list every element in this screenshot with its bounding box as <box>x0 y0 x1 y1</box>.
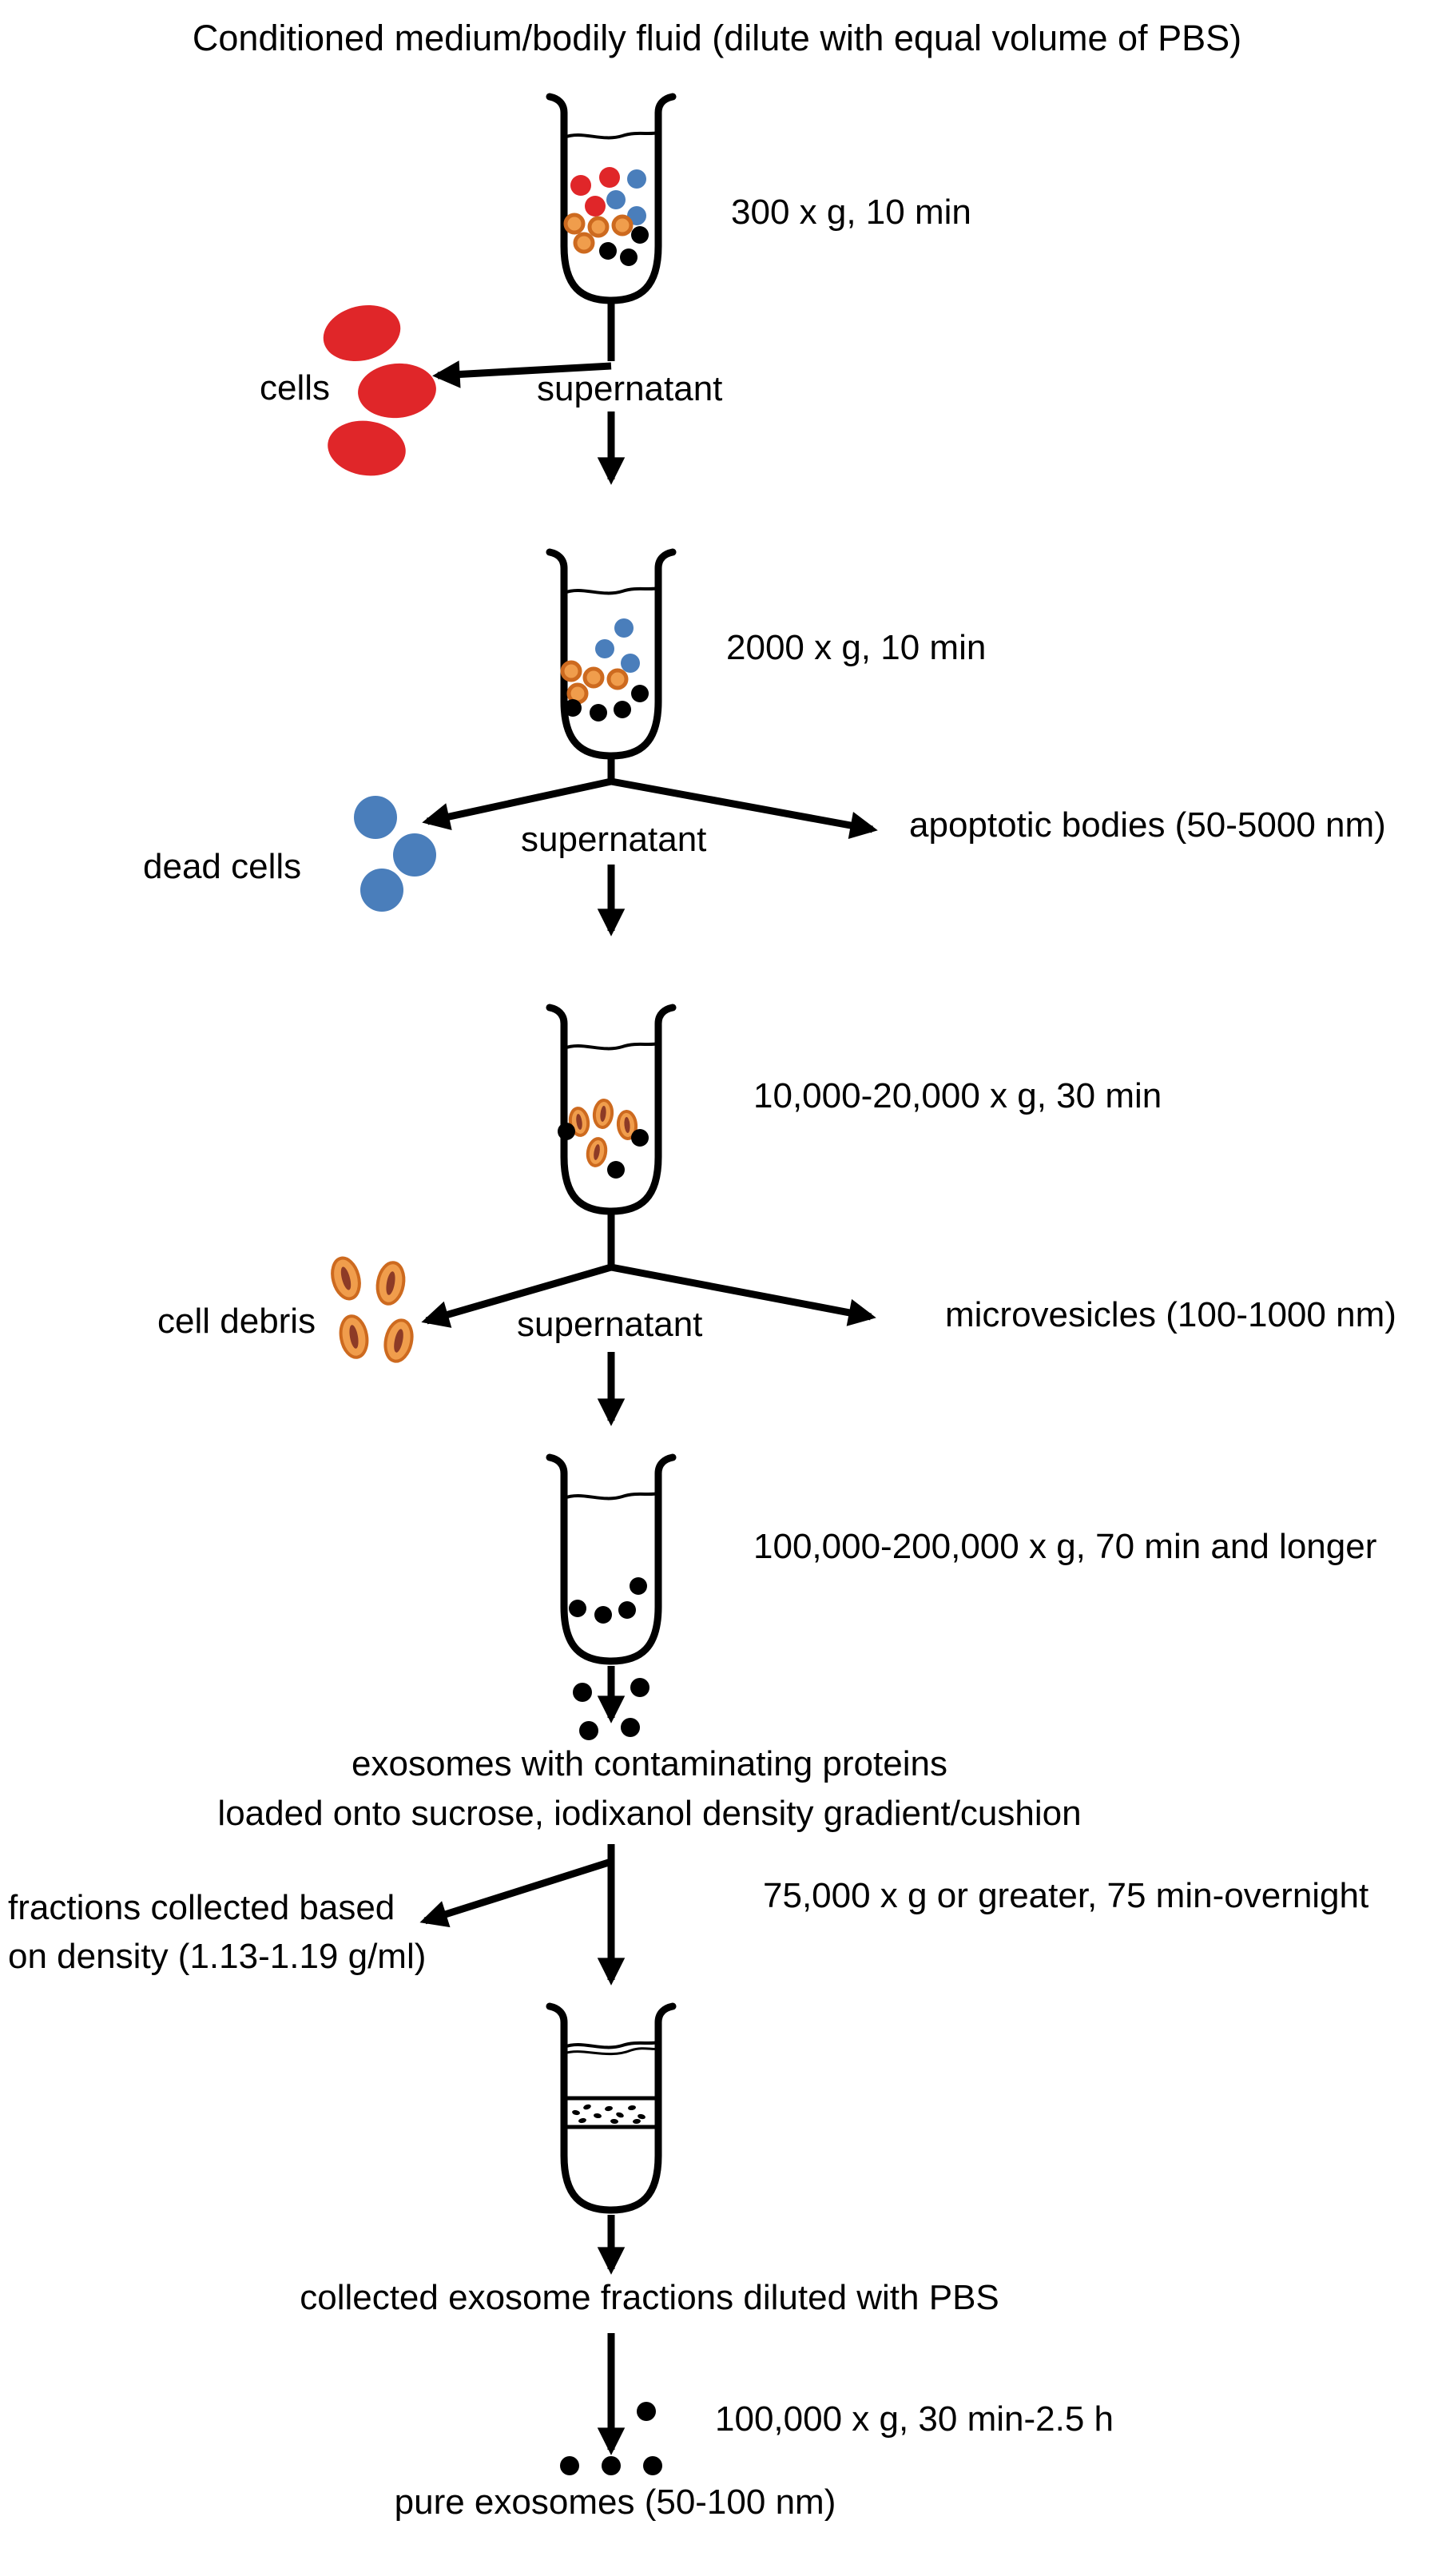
centrifuge-tube-stage2 <box>550 552 673 756</box>
stage2-spin-label: 2000 x g, 10 min <box>726 628 987 667</box>
arrow-to-cells <box>432 360 612 388</box>
fractions-collected-line2: on density (1.13-1.19 g/ml) <box>8 1937 427 1976</box>
arrow-to-apoptotic-bodies <box>610 777 878 839</box>
stage4-spin-label: 100,000-200,000 x g, 70 min and longer <box>753 1527 1377 1566</box>
centrifuge-tube-stage1 <box>550 97 673 300</box>
stage3-spin-label: 10,000-20,000 x g, 30 min <box>753 1076 1162 1115</box>
stage1-spin-label: 300 x g, 10 min <box>731 193 971 232</box>
supernatant-label-2: supernatant <box>521 820 707 859</box>
gradient-meniscus-line <box>562 2047 660 2056</box>
arrow-to-cell-debris <box>421 1263 613 1328</box>
stage5-spin-label: 75,000 x g or greater, 75 min-overnight <box>763 1876 1369 1915</box>
tube-stage1-particles <box>563 167 649 266</box>
centrifuge-tube-stage4 <box>550 1457 673 1661</box>
centrifuge-tube-stage5 <box>550 2006 673 2210</box>
exosome-pellet-dots <box>573 1678 649 1740</box>
centrifuge-tube-stage3 <box>550 1008 673 1211</box>
pure-exosomes-label: pure exosomes (50-100 nm) <box>394 2483 836 2522</box>
cell-debris-particles <box>331 1256 414 1363</box>
gradient-band-specks <box>572 2104 645 2125</box>
arrow-to-dead-cells <box>422 777 612 830</box>
supernatant-label-1: supernatant <box>537 369 723 408</box>
apoptotic-bodies-label: apoptotic bodies (50-5000 nm) <box>909 805 1386 845</box>
cells-particles <box>323 304 436 476</box>
fractions-collected-line1: fractions collected based <box>8 1888 395 1927</box>
supernatant-label-3: supernatant <box>517 1305 703 1344</box>
exosomes-contaminating-line2: loaded onto sucrose, iodixanol density g… <box>217 1794 1082 1833</box>
collected-fractions-label: collected exosome fractions diluted with… <box>300 2278 999 2317</box>
dead-cells-label: dead cells <box>143 847 302 886</box>
tube-stage3-particles <box>558 1099 649 1179</box>
arrow-to-microvesicles <box>610 1263 876 1326</box>
cell-debris-label: cell debris <box>157 1302 316 1341</box>
stage6-spin-label: 100,000 x g, 30 min-2.5 h <box>715 2399 1114 2439</box>
tube-stage2-particles <box>560 618 649 722</box>
exosomes-contaminating-line1: exosomes with contaminating proteins <box>352 1744 947 1783</box>
microvesicles-label: microvesicles (100-1000 nm) <box>945 1295 1396 1334</box>
tube-stage4-particles <box>569 1577 647 1624</box>
arrow-to-fractions <box>419 1858 613 1928</box>
pure-exosome-dots <box>560 2402 662 2475</box>
dead-cells-particles <box>354 796 436 912</box>
diagram-title: Conditioned medium/bodily fluid (dilute … <box>192 18 1242 58</box>
cells-label: cells <box>260 368 331 407</box>
